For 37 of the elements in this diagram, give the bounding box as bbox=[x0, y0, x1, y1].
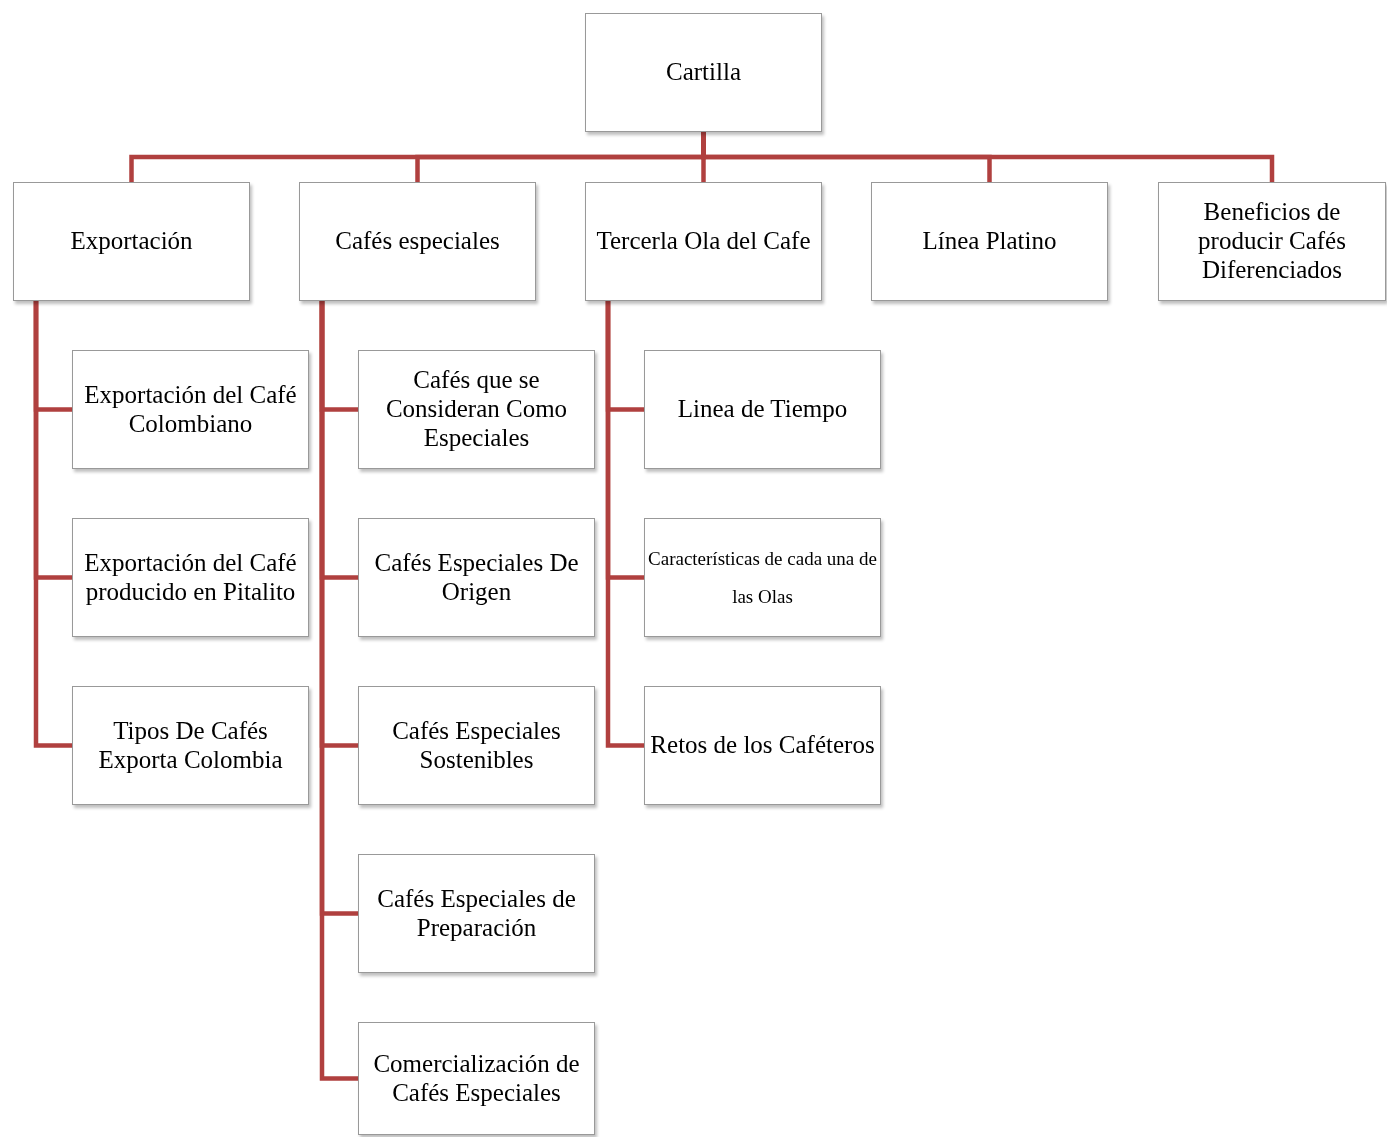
topic-box bbox=[644, 350, 881, 469]
topic-label: Cafés especiales bbox=[335, 227, 500, 256]
topic-label: Cafés Especiales De Origen bbox=[373, 548, 580, 607]
topic-label: Cafés Especiales Sostenibles bbox=[391, 716, 562, 775]
topic-box bbox=[358, 350, 595, 469]
topic-label: Retos de los Caféteros bbox=[650, 731, 875, 760]
topic-box bbox=[1158, 182, 1386, 301]
topic-label: Línea Platino bbox=[922, 227, 1057, 256]
topic-box bbox=[72, 686, 309, 805]
topic-label: Cafés que se Consideran Como Especiales bbox=[384, 366, 569, 453]
topic-label: Tipos De Cafés Exporta Colombia bbox=[97, 716, 284, 775]
topic-box bbox=[299, 182, 536, 301]
topic-label: Características de cada una de las Olas bbox=[648, 546, 877, 609]
topic-box bbox=[871, 182, 1108, 301]
topic-box bbox=[13, 182, 250, 301]
topic-box bbox=[585, 182, 822, 301]
topic-label: Cartilla bbox=[666, 58, 741, 87]
topic-label: Tercerla Ola del Cafe bbox=[596, 227, 811, 256]
connector-line bbox=[319, 301, 358, 1081]
topic-box bbox=[72, 518, 309, 637]
topic-label: Exportación del Café producido en Pitalito bbox=[83, 548, 298, 607]
topic-label: Beneficios de producir Cafés Diferenciados bbox=[1197, 198, 1347, 285]
topic-box bbox=[644, 686, 881, 805]
connector-line bbox=[605, 301, 644, 748]
topic-box bbox=[644, 518, 881, 637]
topic-box bbox=[358, 854, 595, 973]
topic-label: Exportación del Café Colombiano bbox=[83, 380, 298, 439]
topic-label: Exportación bbox=[70, 227, 193, 256]
topic-box bbox=[585, 13, 822, 132]
topic-label: Cafés Especiales de Preparación bbox=[376, 884, 577, 943]
connector-line bbox=[33, 301, 72, 748]
topic-label: Linea de Tiempo bbox=[677, 395, 848, 424]
topic-label: Comercialización de Cafés Especiales bbox=[372, 1049, 581, 1108]
topic-box bbox=[72, 350, 309, 469]
topic-box bbox=[358, 1022, 595, 1135]
topic-box bbox=[358, 518, 595, 637]
topic-box bbox=[358, 686, 595, 805]
